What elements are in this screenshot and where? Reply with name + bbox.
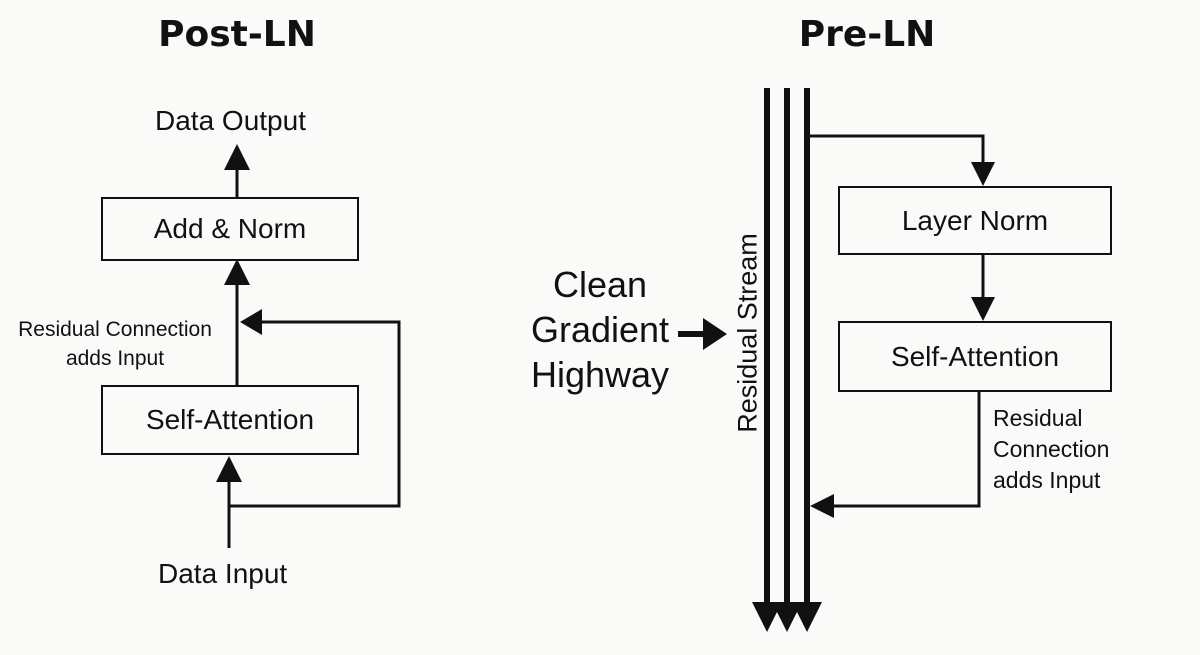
post-ln-residual-note-line-2: adds Input (65, 347, 165, 370)
post-ln-self-attention-box: Self-Attention (101, 385, 359, 455)
post-ln-title: Post-LN (158, 14, 316, 55)
highway-arrowhead (703, 318, 727, 350)
residual-skip-loop (229, 320, 401, 508)
pre-ln-residual-note-line-1: Residual (993, 405, 1083, 431)
pre-ln-residual-note: Residual Connection adds Input (993, 403, 1109, 496)
stream-arrowhead-3 (792, 602, 822, 632)
arrowhead-down-layernorm (971, 162, 995, 186)
pre-ln-residual-note-line-3: adds Input (993, 467, 1101, 493)
pre-ln-title: Pre-LN (798, 14, 936, 55)
post-ln-residual-note-line-1: Residual Connection (18, 318, 212, 341)
return-to-stream (830, 392, 981, 508)
branch-to-layernorm (807, 134, 985, 165)
highway-label-line-3: Highway (530, 354, 670, 395)
arrowhead-up-output (224, 144, 250, 170)
add-norm-box: Add & Norm (101, 197, 359, 261)
pre-ln-self-attention-box: Self-Attention (838, 321, 1112, 392)
post-ln-residual-note: Residual Connection adds Input (8, 315, 222, 373)
stream-arrowhead-2 (772, 602, 802, 632)
arrowhead-left-stream (810, 494, 834, 518)
residual-stream-label: Residual Stream (732, 233, 763, 433)
arrowhead-up-attn (216, 456, 242, 482)
data-input-label: Data Input (158, 558, 288, 589)
highway-label-line-2: Gradient (530, 309, 670, 350)
pre-ln-residual-note-line-2: Connection (993, 436, 1110, 462)
highway-label-line-1: Clean (552, 264, 648, 305)
stream-arrowhead-1 (752, 602, 782, 632)
data-output-label: Data Output (155, 105, 306, 136)
arrowhead-up-addnorm (224, 259, 250, 285)
pre-ln-connectors (678, 88, 995, 632)
arrowhead-left-residual (240, 309, 262, 335)
post-ln-connectors (216, 144, 401, 548)
arrowhead-down-attn (971, 297, 995, 321)
clean-gradient-highway-label: Clean Gradient Highway (520, 262, 680, 397)
layer-norm-box: Layer Norm (838, 186, 1112, 255)
